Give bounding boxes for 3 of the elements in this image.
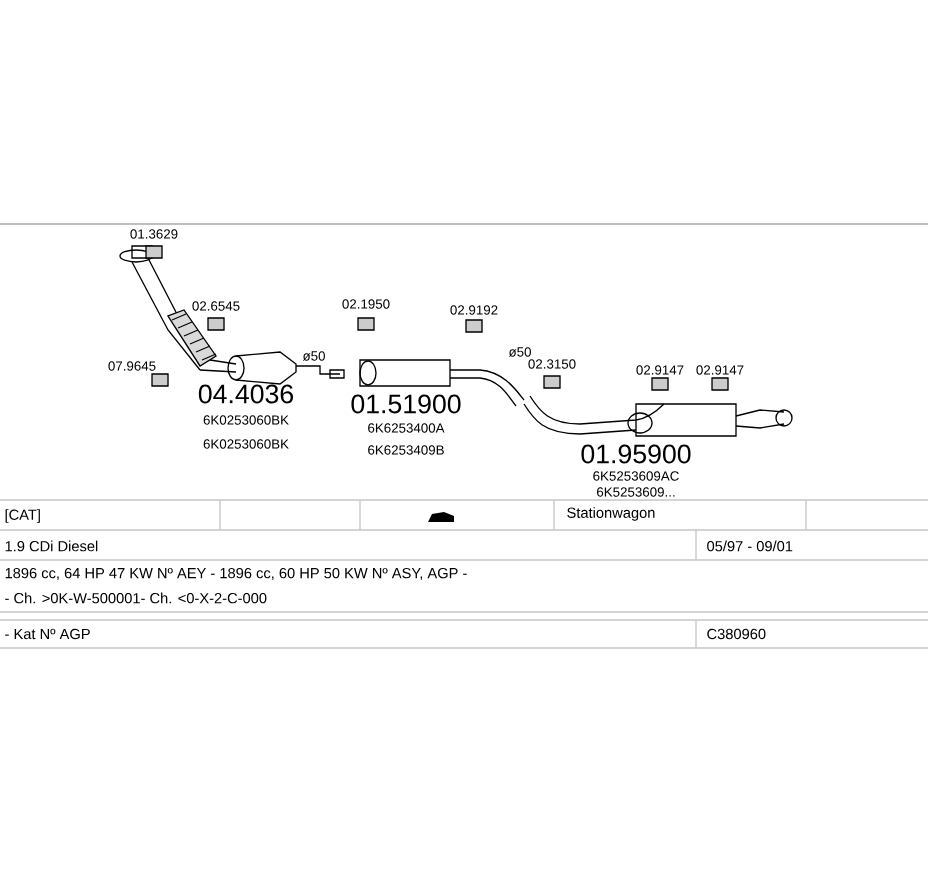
part-number: 01.51900	[351, 394, 461, 414]
part-number: 01.95900	[581, 444, 691, 464]
part-number: 04.4036	[198, 384, 294, 404]
